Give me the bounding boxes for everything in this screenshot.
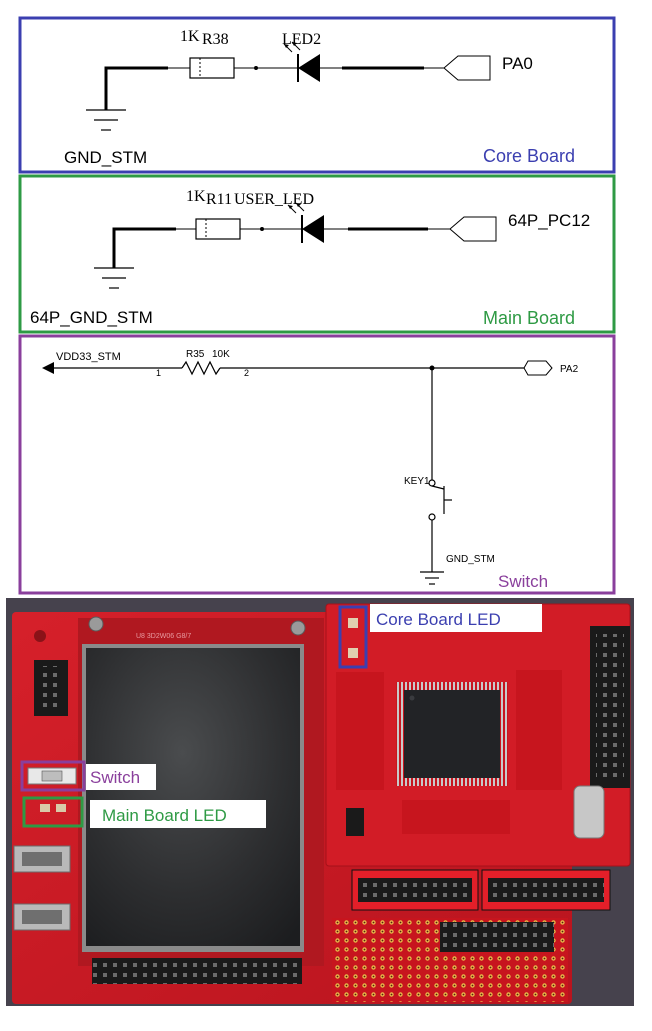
ground-symbol: [420, 571, 444, 585]
callout-label: Main Board LED: [102, 806, 227, 825]
supply-label: VDD33_STM: [56, 351, 121, 363]
pcb-silkscreen: U8 3D2W06 G8/7: [136, 633, 191, 640]
switch-panel: VDD33_STM 1 2 R35 10K PA2 KEY1 GND_STM S…: [18, 334, 616, 595]
supply-arrow: [42, 362, 54, 374]
lcd-screen: [86, 648, 300, 946]
callout-switch: Switch: [20, 760, 156, 792]
led-ref-label: USER_LED: [234, 191, 314, 208]
ground-symbol: [86, 66, 168, 131]
ground-label: 64P_GND_STM: [30, 308, 153, 327]
junction-dot: [260, 227, 264, 231]
junction-dot: [254, 66, 258, 70]
key1-pushbutton: [428, 479, 452, 521]
bottom-header: [92, 958, 302, 984]
pin-label: 1: [156, 368, 161, 378]
ground-label: GND_STM: [446, 554, 495, 565]
mcu-chip: [404, 690, 500, 778]
callout-label: Core Board LED: [376, 610, 501, 629]
core-board-led: [348, 618, 358, 628]
resistor-value-label: 1K: [186, 188, 206, 205]
crystal: [573, 785, 605, 839]
ground-label: GND_STM: [64, 148, 147, 167]
main-board-frame: [18, 174, 616, 334]
expansion-header: [488, 878, 604, 902]
panel-caption: Switch: [498, 572, 548, 591]
component-row: [402, 800, 510, 834]
port-label: PA0: [502, 54, 533, 73]
main-board-led: [40, 804, 50, 812]
resistor-value-label: 10K: [212, 349, 230, 360]
core-board-frame: [18, 16, 616, 174]
component-row: [516, 670, 562, 790]
resistor-value-label: 1K: [180, 28, 200, 45]
resistor-r35: [181, 360, 221, 376]
resistor-ref-label: R35: [186, 349, 205, 360]
resistor-ref-label: R11: [206, 191, 232, 208]
component-row: [336, 672, 384, 790]
resistor-ref-label: R38: [202, 31, 229, 48]
main-board-panel: 1K R11 USER_LED 64P_PC12 64P_GND_STM Mai…: [18, 174, 616, 334]
resistor-r38: [189, 57, 235, 79]
switch-frame: [18, 334, 616, 595]
key-ref-label: KEY1: [404, 476, 430, 487]
mounting-hole: [34, 630, 46, 642]
port-label: 64P_PC12: [508, 211, 590, 230]
port-pa2: [523, 360, 553, 376]
panel-caption: Core Board: [483, 146, 575, 166]
pin-label: 2: [244, 368, 249, 378]
mounting-screw: [88, 616, 104, 632]
panel-caption: Main Board: [483, 308, 575, 328]
callout-label: Switch: [90, 768, 140, 787]
callout-main-board-led: Main Board LED: [22, 796, 266, 828]
mounting-screw: [290, 620, 306, 636]
core-board-panel: 1K R38 LED2 PA0 GND_STM Core Board: [18, 16, 616, 174]
led-ref-label: LED2: [282, 31, 321, 48]
resistor-r11: [195, 218, 241, 240]
ground-symbol: [94, 227, 176, 289]
jumper: [346, 808, 364, 836]
user-led-diode: [287, 202, 324, 243]
port-pa0: [443, 55, 491, 81]
port-pc12: [449, 216, 497, 242]
board-photo: U8 3D2W06 G8/7: [6, 598, 634, 1006]
pin-header: [440, 922, 554, 952]
callout-core-board-led: Core Board LED: [338, 604, 542, 669]
expansion-header: [358, 878, 472, 902]
port-label: PA2: [560, 364, 579, 375]
